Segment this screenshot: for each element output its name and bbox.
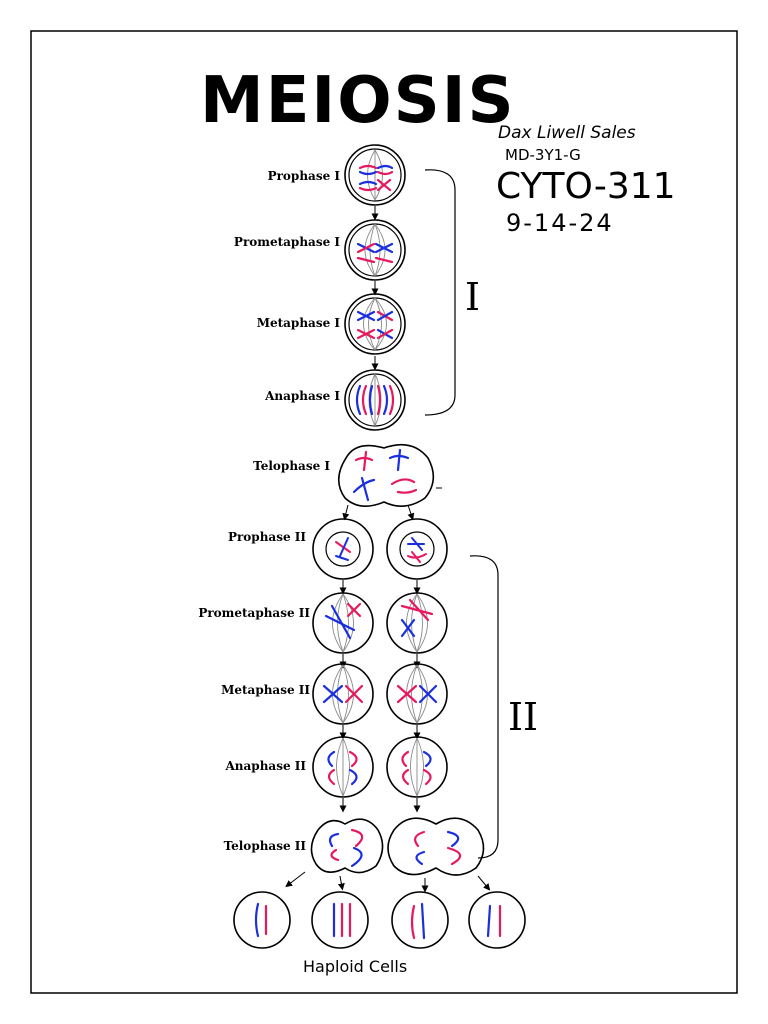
section-code: MD-3Y1-G <box>505 146 581 164</box>
haploid-cell-2 <box>311 891 369 949</box>
cell-prophase-ii-right <box>386 518 448 580</box>
stage-label-prophase-ii: Prophase II <box>228 530 306 544</box>
haploid-cell-3 <box>391 891 449 949</box>
stage-label-anaphase-i: Anaphase I <box>264 389 340 403</box>
cell-metaphase-ii-left <box>312 663 374 725</box>
cell-metaphase-ii-right <box>386 663 448 725</box>
meiosis-two: Prophase II Prometaphase II <box>198 518 538 876</box>
cell-telophase-ii-left <box>310 818 384 874</box>
stage-label-telophase-i: Telophase I <box>253 459 330 473</box>
haploid-cell-4 <box>468 891 526 949</box>
cell-prometaphase-ii-left <box>312 592 374 654</box>
cell-telophase-ii-right <box>387 817 485 876</box>
course-code: CYTO-311 <box>496 166 676 207</box>
stage-label-metaphase-ii: Metaphase II <box>221 683 310 697</box>
stage-label-prometaphase-i: Prometaphase I <box>234 235 340 249</box>
roman-label-ii: II <box>508 695 538 739</box>
stage-label-telophase-ii: Telophase II <box>224 839 307 853</box>
bracket-meiosis-i <box>424 169 456 416</box>
diagram-title: MEIOSIS <box>200 64 516 138</box>
stage-label-prophase-i: Prophase I <box>268 169 341 183</box>
cell-prometaphase-ii-right <box>386 592 448 654</box>
meiosis-one: Prophase I Prometaphase I <box>234 144 480 507</box>
stage-label-metaphase-i: Metaphase I <box>257 316 341 330</box>
stage-label-anaphase-ii: Anaphase II <box>225 759 307 773</box>
cell-anaphase-i <box>344 369 406 431</box>
stage-label-prometaphase-ii: Prometaphase II <box>198 606 310 620</box>
bracket-meiosis-ii <box>469 555 499 859</box>
haploid-cell-1 <box>233 891 291 949</box>
cell-anaphase-ii-left <box>312 736 374 798</box>
caption-haploid-cells: Haploid Cells <box>303 957 407 976</box>
haploid-cells <box>233 891 526 949</box>
roman-label-i: I <box>465 275 480 319</box>
cell-metaphase-i <box>344 293 406 355</box>
cell-prometaphase-i <box>344 219 406 281</box>
author-name: Dax Liwell Sales <box>498 123 636 143</box>
cell-prophase-ii-left <box>312 518 374 580</box>
cell-prophase-i <box>344 144 406 206</box>
cell-telophase-i <box>337 443 435 507</box>
cell-anaphase-ii-right <box>386 736 448 798</box>
date: 9-14-24 <box>506 209 614 237</box>
page-border <box>30 30 738 994</box>
